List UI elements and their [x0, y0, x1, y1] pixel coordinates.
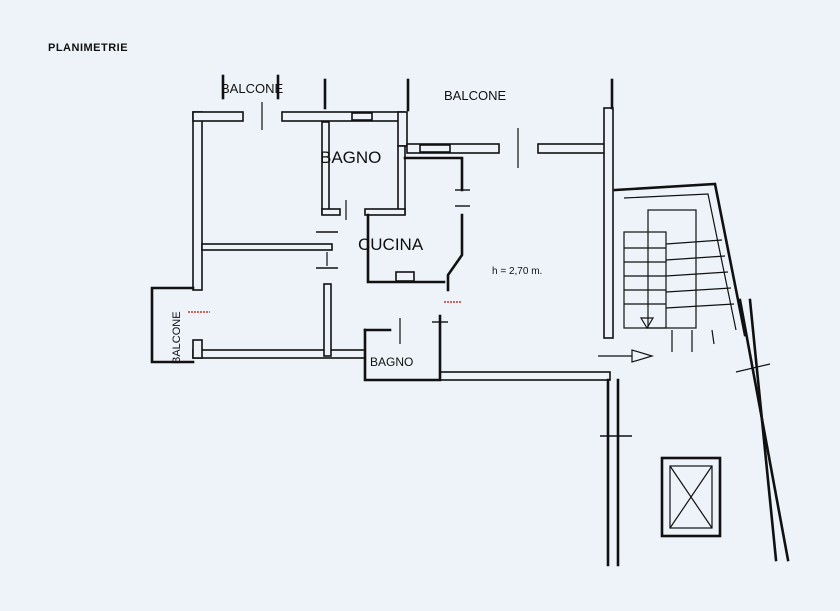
- label-balcone-top-right: BALCONE: [444, 88, 506, 103]
- bagno-upper-left-wall: [321, 121, 330, 215]
- exterior-walls: [192, 107, 614, 381]
- balcony-left-outline: [150, 286, 210, 364]
- partition-mid-left: [201, 243, 333, 251]
- bagno-upper-bottom-a: [321, 208, 341, 216]
- wall-top-left: [192, 111, 244, 122]
- wall-bottom-right: [439, 371, 611, 381]
- label-bagno-lower: BAGNO: [370, 355, 413, 369]
- label-balcone-top-left: BALCONE: [221, 81, 283, 96]
- label-cucina: CUCINA: [358, 235, 424, 254]
- wall-right: [603, 107, 614, 339]
- wall-bottom-left: [192, 349, 366, 359]
- bagno-upper-bottom-b: [364, 208, 406, 216]
- wall-left-upper: [192, 111, 203, 291]
- page-title: PLANIMETRIE: [48, 42, 129, 54]
- label-balcone-left: BALCONE: [171, 311, 183, 364]
- interior-walls: [201, 121, 470, 382]
- balcony-top-right-outline: [323, 78, 614, 168]
- wall-left-lower: [192, 339, 203, 359]
- label-ceiling-height: h = 2,70 m.: [492, 266, 542, 277]
- wall-top-middle: [281, 111, 405, 122]
- wall-step: [397, 111, 408, 147]
- entrance-arrow-icon: [598, 349, 655, 363]
- bagno-upper-right-wall: [397, 145, 406, 215]
- kitchen-fixture: [395, 271, 415, 282]
- stairwell: [613, 182, 747, 345]
- window-kitchen: [419, 144, 451, 153]
- window-bath: [351, 112, 373, 121]
- balcony-top-left-outline: [221, 74, 280, 130]
- wall-top-right-a: [406, 143, 500, 154]
- stair-arrow-icon: [639, 317, 655, 330]
- elevator-shaft-icon: [660, 456, 722, 538]
- label-bagno-upper: BAGNO: [320, 148, 381, 167]
- partition-lower: [323, 283, 332, 357]
- building-shell: [600, 298, 790, 567]
- wall-top-right-b: [537, 143, 609, 154]
